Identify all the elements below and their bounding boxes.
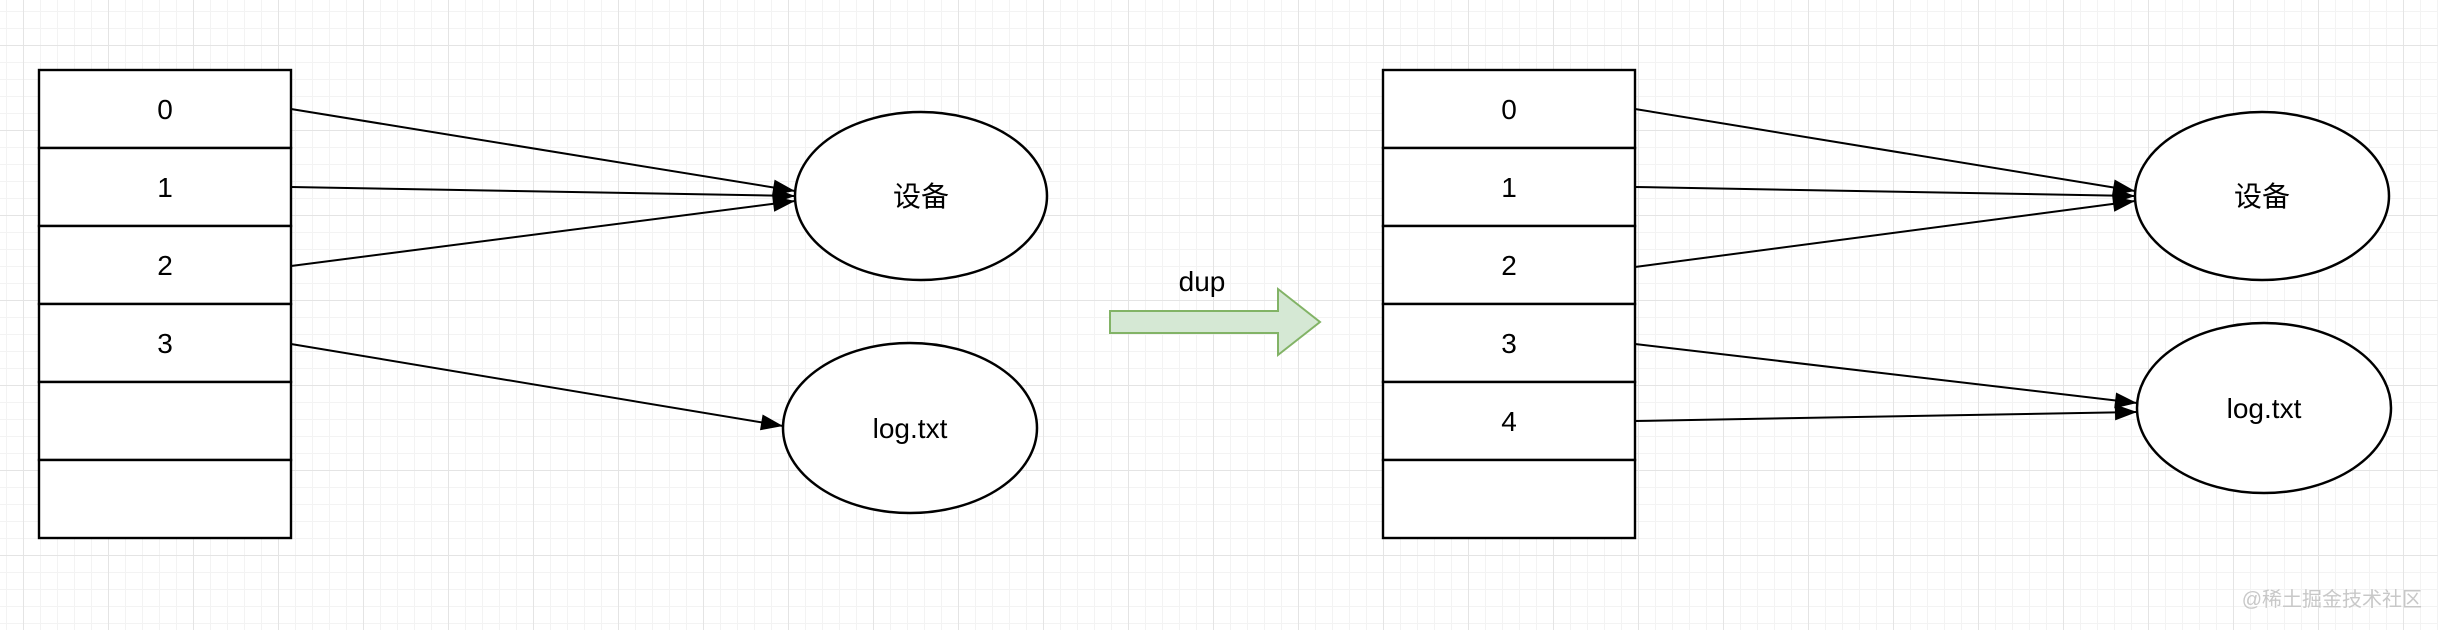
left-fd-row (37, 224, 293, 306)
left-fd-row (37, 68, 293, 150)
left-device-node: 设备 (793, 110, 1049, 282)
right-device-ellipse (2133, 110, 2391, 282)
left-file-label: log.txt (873, 413, 948, 444)
right-fd-row (1381, 458, 1637, 540)
right-edges (1634, 108, 2138, 422)
right-fd-table: 0 1 2 3 4 (1381, 68, 1637, 540)
right-arrow-fd1-to-device (1634, 186, 2136, 204)
left-file-ellipse (781, 341, 1039, 515)
right-fd-row (1381, 68, 1637, 150)
dup-transform: dup (1109, 266, 1322, 358)
left-fd-row-label: 1 (157, 172, 173, 203)
left-arrow-fd3-to-file (290, 343, 784, 431)
right-fd-row-label: 0 (1501, 94, 1517, 125)
left-device-ellipse (793, 110, 1049, 282)
right-file-ellipse (2135, 321, 2393, 495)
left-fd-table: 0 1 2 3 (37, 68, 293, 540)
right-fd-row-label: 1 (1501, 172, 1517, 203)
watermark-text: @稀土掘金技术社区 (2242, 588, 2422, 611)
left-fd-row (37, 302, 293, 384)
left-arrow-fd0-to-device (290, 108, 796, 196)
right-device-label: 设备 (2234, 181, 2290, 212)
right-fd-row-label: 4 (1501, 406, 1517, 437)
right-file-node: log.txt (2135, 321, 2393, 495)
left-fd-row-label: 3 (157, 328, 173, 359)
right-fd-row (1381, 224, 1637, 306)
right-file-label: log.txt (2227, 393, 2302, 424)
right-fd-row (1381, 302, 1637, 384)
right-arrow-fd2-to-device (1634, 195, 2136, 268)
right-device-node: 设备 (2133, 110, 2391, 282)
right-fd-row (1381, 146, 1637, 228)
left-fd-row-label: 0 (157, 94, 173, 125)
right-arrow-fd0-to-device (1634, 108, 2136, 196)
right-fd-row-label: 3 (1501, 328, 1517, 359)
right-arrow-fd3-to-file (1634, 343, 2138, 409)
left-fd-row (37, 146, 293, 228)
left-fd-row (37, 380, 293, 462)
right-fd-row-label: 2 (1501, 250, 1517, 281)
left-fd-row (37, 458, 293, 540)
dup-arrow-label: dup (1179, 266, 1226, 297)
right-arrow-fd4-to-file (1634, 404, 2138, 422)
dup-arrow (1109, 286, 1322, 358)
left-device-label: 设备 (893, 181, 949, 212)
left-arrow-fd2-to-device (290, 195, 796, 267)
left-edges (290, 108, 796, 431)
left-file-node: log.txt (781, 341, 1039, 515)
left-fd-row-label: 2 (157, 250, 173, 281)
left-arrow-fd1-to-device (290, 186, 796, 204)
